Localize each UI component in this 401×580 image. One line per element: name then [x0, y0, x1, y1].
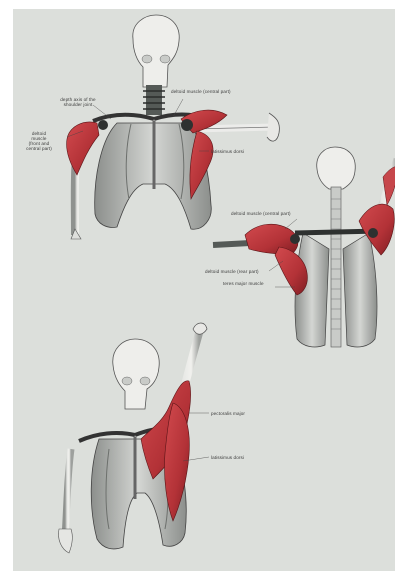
label-deltoid-central-2: deltoid muscle (central part)	[231, 211, 291, 216]
label-teres-major: teres major muscle	[223, 281, 264, 286]
label-deltoid-front: deltoid muscle (front and central part)	[19, 131, 59, 151]
figure-front-raised	[58, 323, 209, 553]
label-latissimus-1: latissimus dorsi	[211, 149, 244, 154]
label-deltoid-central-1: deltoid muscle (central part)	[171, 89, 231, 94]
label-deltoid-rear: deltoid muscle (rear part)	[205, 269, 259, 274]
figure-back-abducted	[213, 147, 395, 347]
label-latissimus-2: latissimus dorsi	[211, 455, 244, 460]
label-pectoralis-major: pectoralis major	[211, 411, 245, 416]
figure-front-abducted	[67, 15, 280, 239]
label-depth-axis: depth axis of the shoulder joint	[53, 97, 103, 107]
illustration-page: depth axis of the shoulder joint deltoid…	[13, 9, 395, 571]
